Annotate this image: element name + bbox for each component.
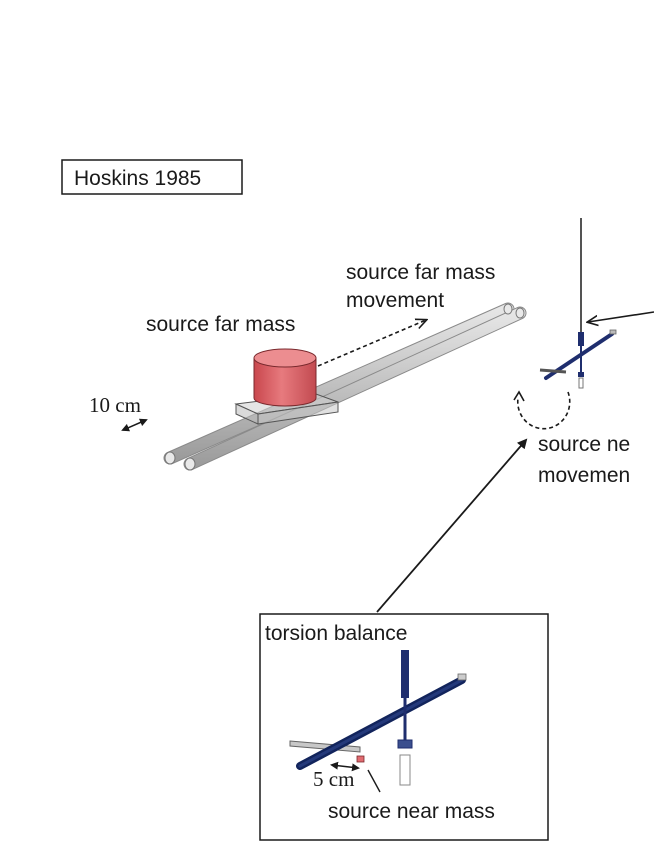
title-text: Hoskins 1985 [74,167,201,190]
scale-near-label: 5 cm [313,767,354,791]
far-mass-cylinder [253,348,317,407]
scale-far-label: 10 cm [89,393,141,417]
near-mass-movement-circle [516,391,571,430]
near-movement-label-2: movemen [538,464,630,487]
fiber-pointer-arrow [588,311,654,322]
scale-far-arrow [121,418,148,432]
near-mass-label: source near mass [328,800,495,823]
inset-title: torsion balance [265,622,407,645]
far-mass-movement-arrow [317,320,426,367]
rails [163,302,527,471]
torsion-balance-small [539,218,617,389]
far-mass-label: source far mass [146,313,295,336]
near-movement-label-1: source ne [538,433,630,456]
scale-near-arrow [330,761,360,772]
title-box: Hoskins 1985 [61,159,243,195]
far-movement-label-2: movement [346,289,444,312]
far-movement-label-1: source far mass [346,261,495,284]
inset-pointer-arrow [376,438,528,613]
inset-box: torsion balance 5 cm source near mass [259,613,549,841]
